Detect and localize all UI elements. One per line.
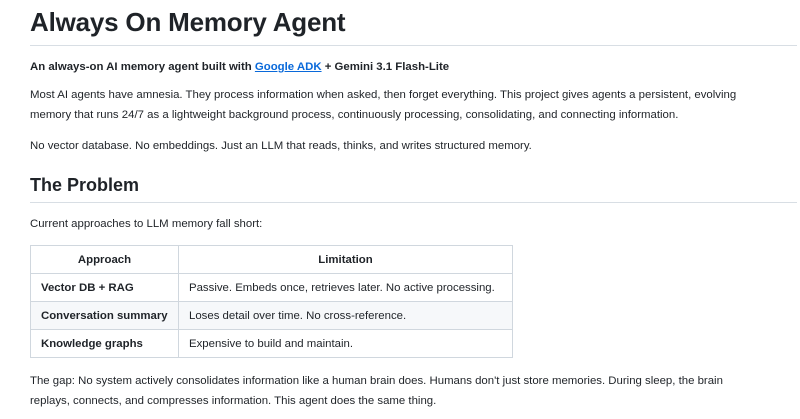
gap-line: The gap: No system actively consolidates…: [30, 375, 723, 387]
limitation-cell: Expensive to build and maintain.: [178, 329, 513, 358]
approach-cell: Knowledge graphs: [30, 329, 179, 358]
subtitle-prefix: An always-on AI memory agent built with: [30, 61, 255, 73]
gap-line: replays, connects, and compresses inform…: [30, 395, 437, 407]
section-heading-problem: The Problem: [30, 175, 140, 195]
table-row: Knowledge graphs Expensive to build and …: [30, 329, 513, 358]
intro-paragraph: Most AI agents have amnesia. They proces…: [30, 85, 796, 125]
google-adk-link[interactable]: Google ADK: [254, 61, 322, 73]
section-divider: [30, 202, 797, 203]
intro-line: memory that runs 24/7 as a lightweight b…: [30, 109, 679, 121]
limitation-cell: Loses detail over time. No cross-referen…: [178, 301, 513, 330]
gap-paragraph: The gap: No system actively consolidates…: [30, 371, 796, 411]
approach-cell: Conversation summary: [30, 301, 179, 330]
subtitle: An always-on AI memory agent built with …: [30, 57, 796, 77]
table-row: Vector DB + RAG Passive. Embeds once, re…: [30, 273, 513, 302]
subtitle-suffix: + Gemini 3.1 Flash-Lite: [321, 61, 450, 73]
approach-cell: Vector DB + RAG: [30, 273, 179, 302]
problem-lead: Current approaches to LLM memory fall sh…: [30, 218, 263, 230]
table-header-row: Approach Limitation: [30, 245, 513, 274]
column-header-limitation: Limitation: [178, 245, 513, 274]
column-header-approach: Approach: [30, 245, 179, 274]
title-divider: [30, 45, 797, 46]
table-row: Conversation summary Loses detail over t…: [30, 301, 513, 330]
intro-line: Most AI agents have amnesia. They proces…: [30, 89, 737, 101]
page-title: Always On Memory Agent: [30, 7, 346, 37]
tagline: No vector database. No embeddings. Just …: [30, 140, 532, 152]
approach-table: Approach Limitation Vector DB + RAG Pass…: [30, 245, 513, 358]
limitation-cell: Passive. Embeds once, retrieves later. N…: [178, 273, 513, 302]
